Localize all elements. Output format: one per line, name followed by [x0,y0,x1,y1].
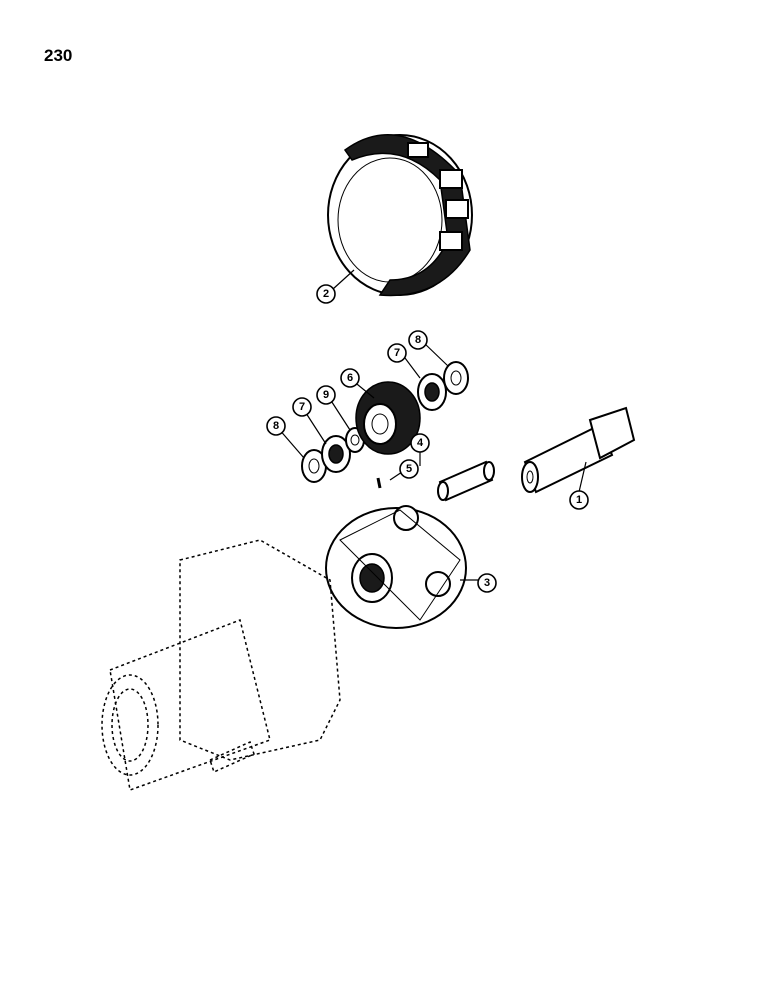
callout-8a-label: 8 [273,420,279,432]
callout-2-label: 2 [323,288,329,300]
callout-7b: 7 [387,343,407,363]
callout-7a: 7 [292,397,312,417]
callout-8b: 8 [408,330,428,350]
needle-bearing-part-7-left [321,435,351,473]
callout-3-label: 3 [484,577,490,589]
callout-4-label: 4 [417,437,424,449]
callout-1: 1 [569,490,589,510]
planet-gear-part-6 [355,381,421,455]
callout-8b-label: 8 [415,334,421,346]
planet-carrier-part-3 [325,505,467,629]
callout-6: 6 [340,368,360,388]
callout-1-label: 1 [576,494,582,506]
callout-5: 5 [399,459,419,479]
callout-7b-label: 7 [394,347,400,359]
callout-5-label: 5 [406,463,412,475]
housing-reference-outline [101,539,341,792]
callout-8a: 8 [266,416,286,436]
pin-part-5 [376,477,382,489]
needle-bearing-part-7-right [417,373,447,411]
callout-9: 9 [316,385,336,405]
callout-9-label: 9 [323,389,329,401]
sun-gear-shaft-part-1 [521,406,636,494]
callout-2: 2 [316,284,336,304]
callout-6-label: 6 [347,372,353,384]
leader-lines [277,269,587,581]
callout-7a-label: 7 [299,401,305,413]
ring-gear-part-2 [327,134,473,297]
washer-part-8-right [443,361,469,395]
washer-part-8-left [301,449,327,483]
planet-shaft-part-4 [437,460,495,502]
callout-4: 4 [410,433,430,453]
callout-3: 3 [477,573,497,593]
page-number: 230 [44,46,73,65]
